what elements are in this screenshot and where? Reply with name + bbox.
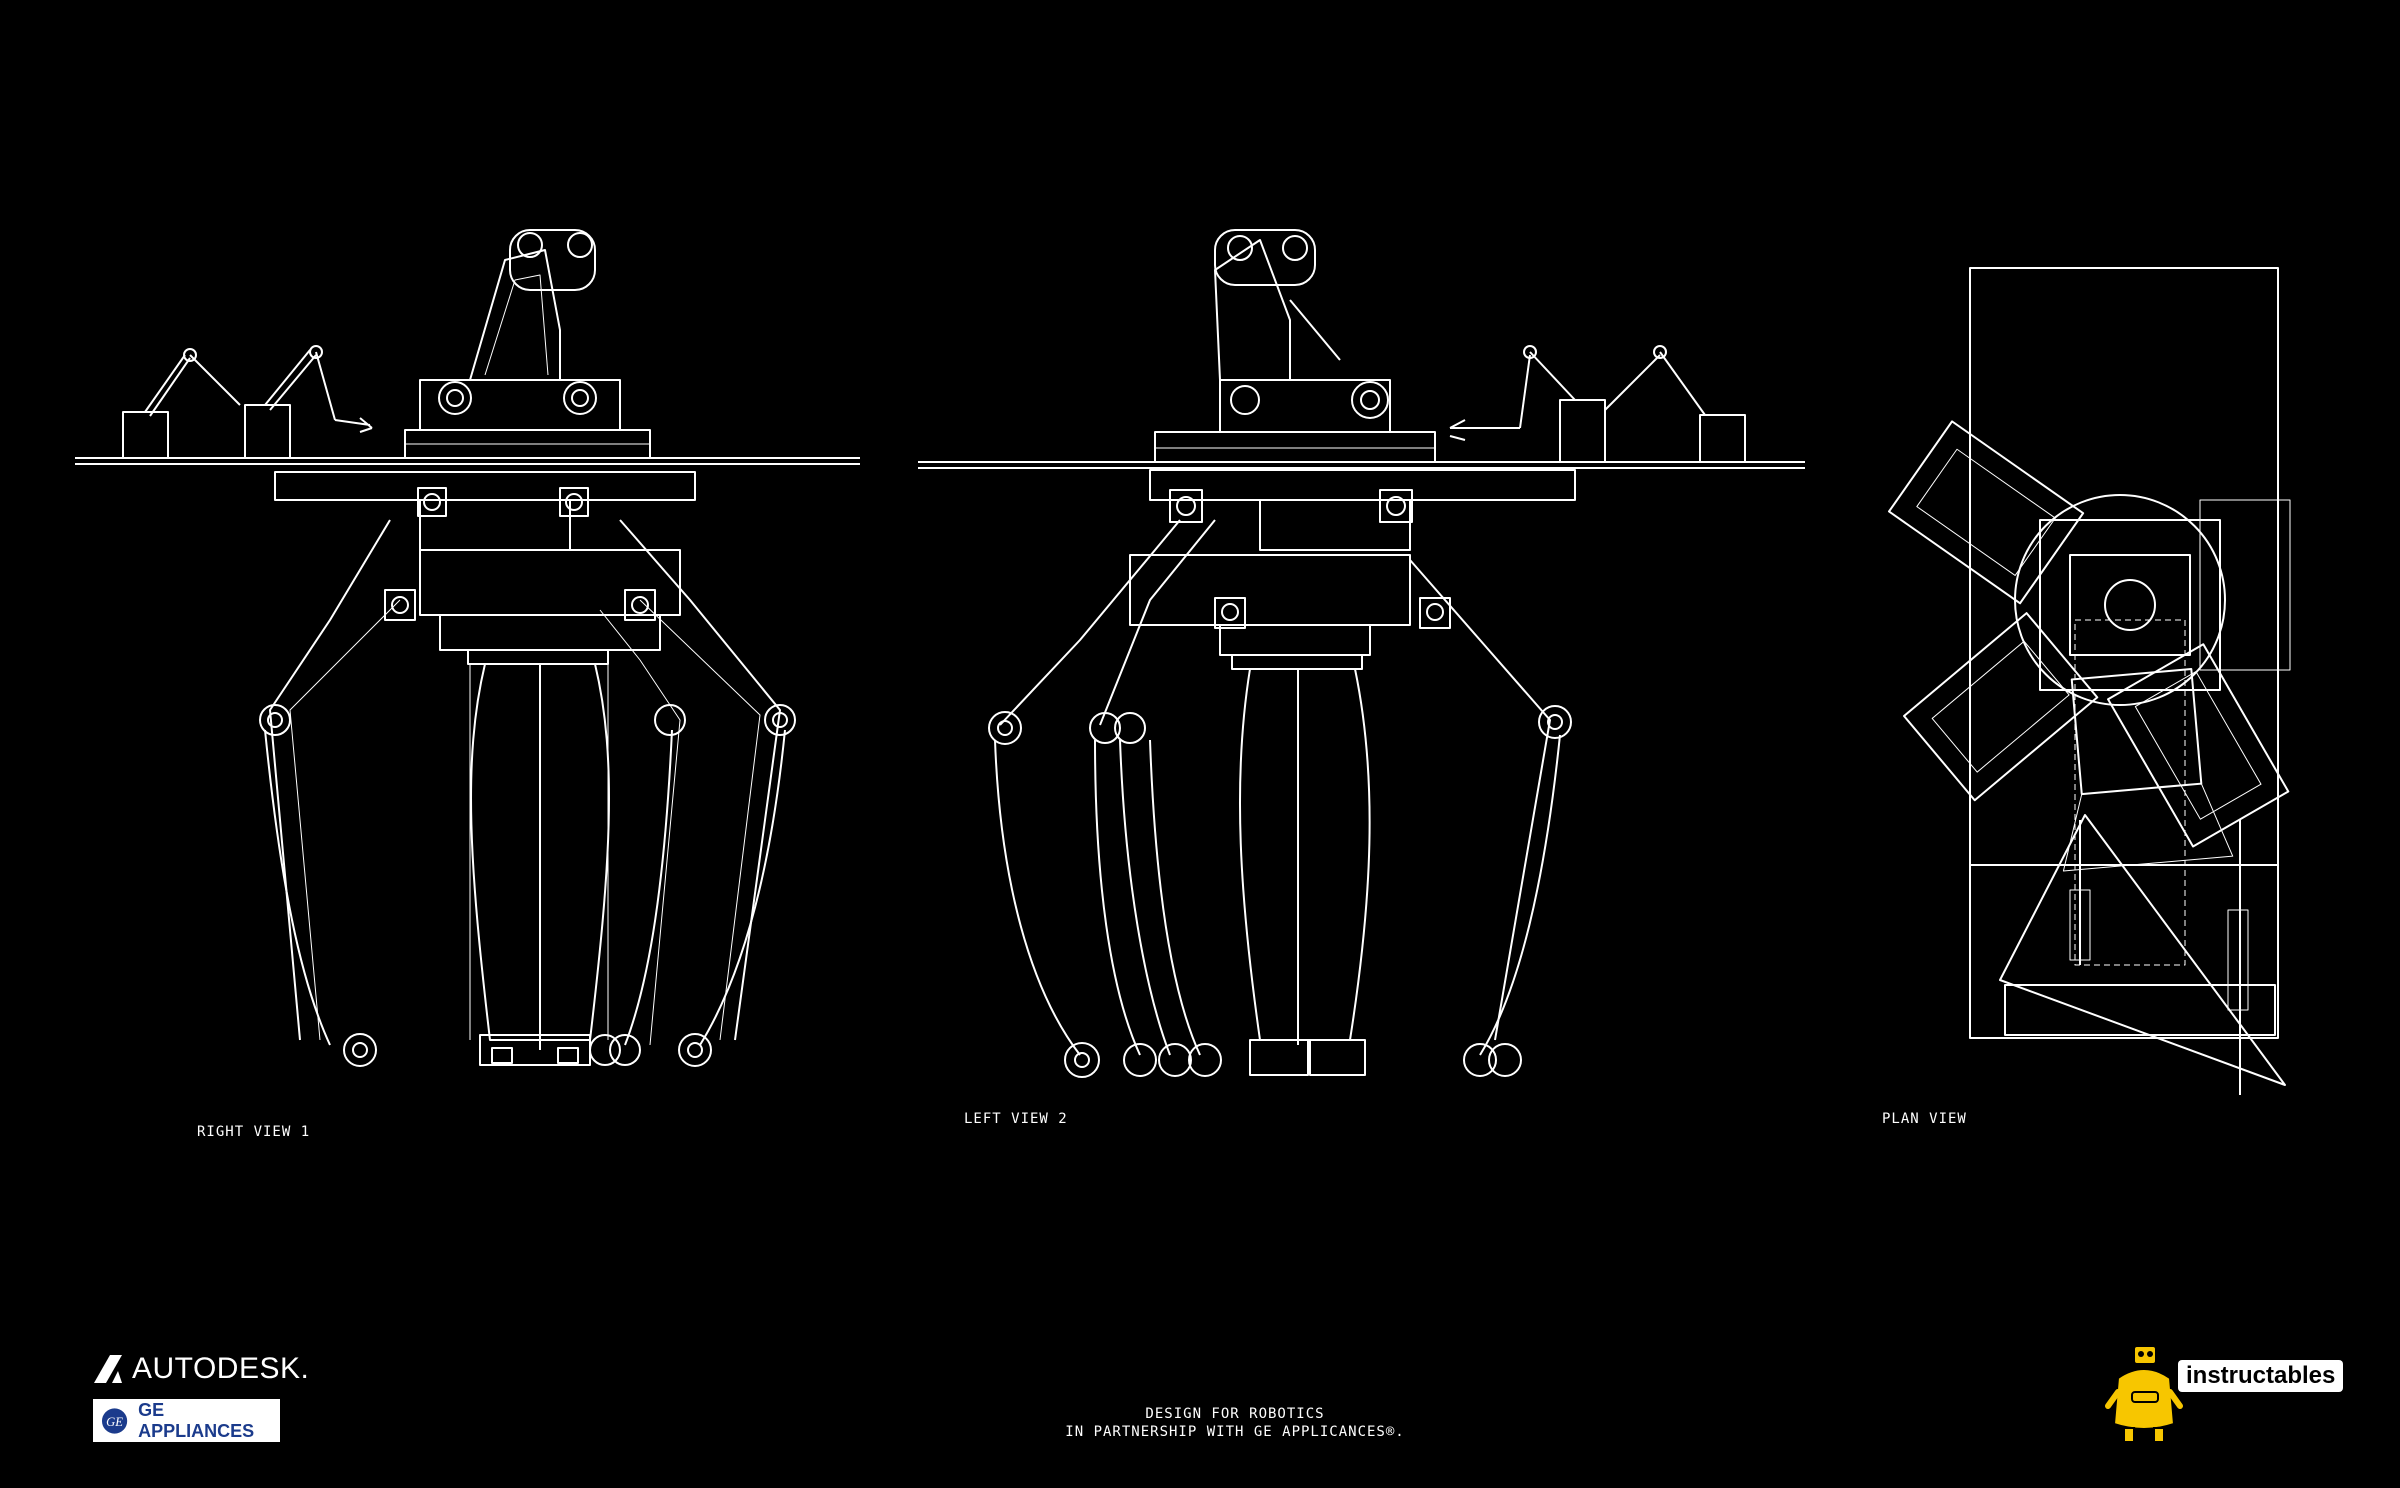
- left-view-2-label: LEFT VIEW 2: [964, 1111, 1068, 1127]
- footer-caption: DESIGN FOR ROBOTICS IN PARTNERSHIP WITH …: [1000, 1405, 1470, 1441]
- plan-view-label: PLAN VIEW: [1882, 1111, 1967, 1127]
- plan-view-drawing: [1887, 267, 2291, 1095]
- right-view-1-drawing: [75, 229, 860, 1067]
- instructables-logo: instructables: [2104, 1342, 2344, 1448]
- left-view-2-drawing: [918, 229, 1805, 1078]
- autodesk-mark-icon: [94, 1355, 122, 1383]
- footer-line-1: DESIGN FOR ROBOTICS: [1145, 1406, 1325, 1422]
- autodesk-logo: AUTODESK.: [92, 1352, 309, 1386]
- footer-line-2: IN PARTNERSHIP WITH GE APPLICANCES®.: [1065, 1424, 1405, 1440]
- right-view-1-label: RIGHT VIEW 1: [197, 1124, 311, 1140]
- instructables-robot-icon: [2105, 1345, 2183, 1443]
- ge-monogram-text: GE: [106, 1414, 123, 1428]
- autodesk-wordmark: AUTODESK.: [132, 1352, 310, 1385]
- ge-monogram-icon: GE: [101, 1407, 128, 1434]
- instructables-wordmark: instructables: [2178, 1360, 2344, 1392]
- ge-appliances-logo: GE GE APPLIANCES: [93, 1399, 280, 1442]
- ge-appliances-wordmark: GE APPLIANCES: [138, 1399, 255, 1441]
